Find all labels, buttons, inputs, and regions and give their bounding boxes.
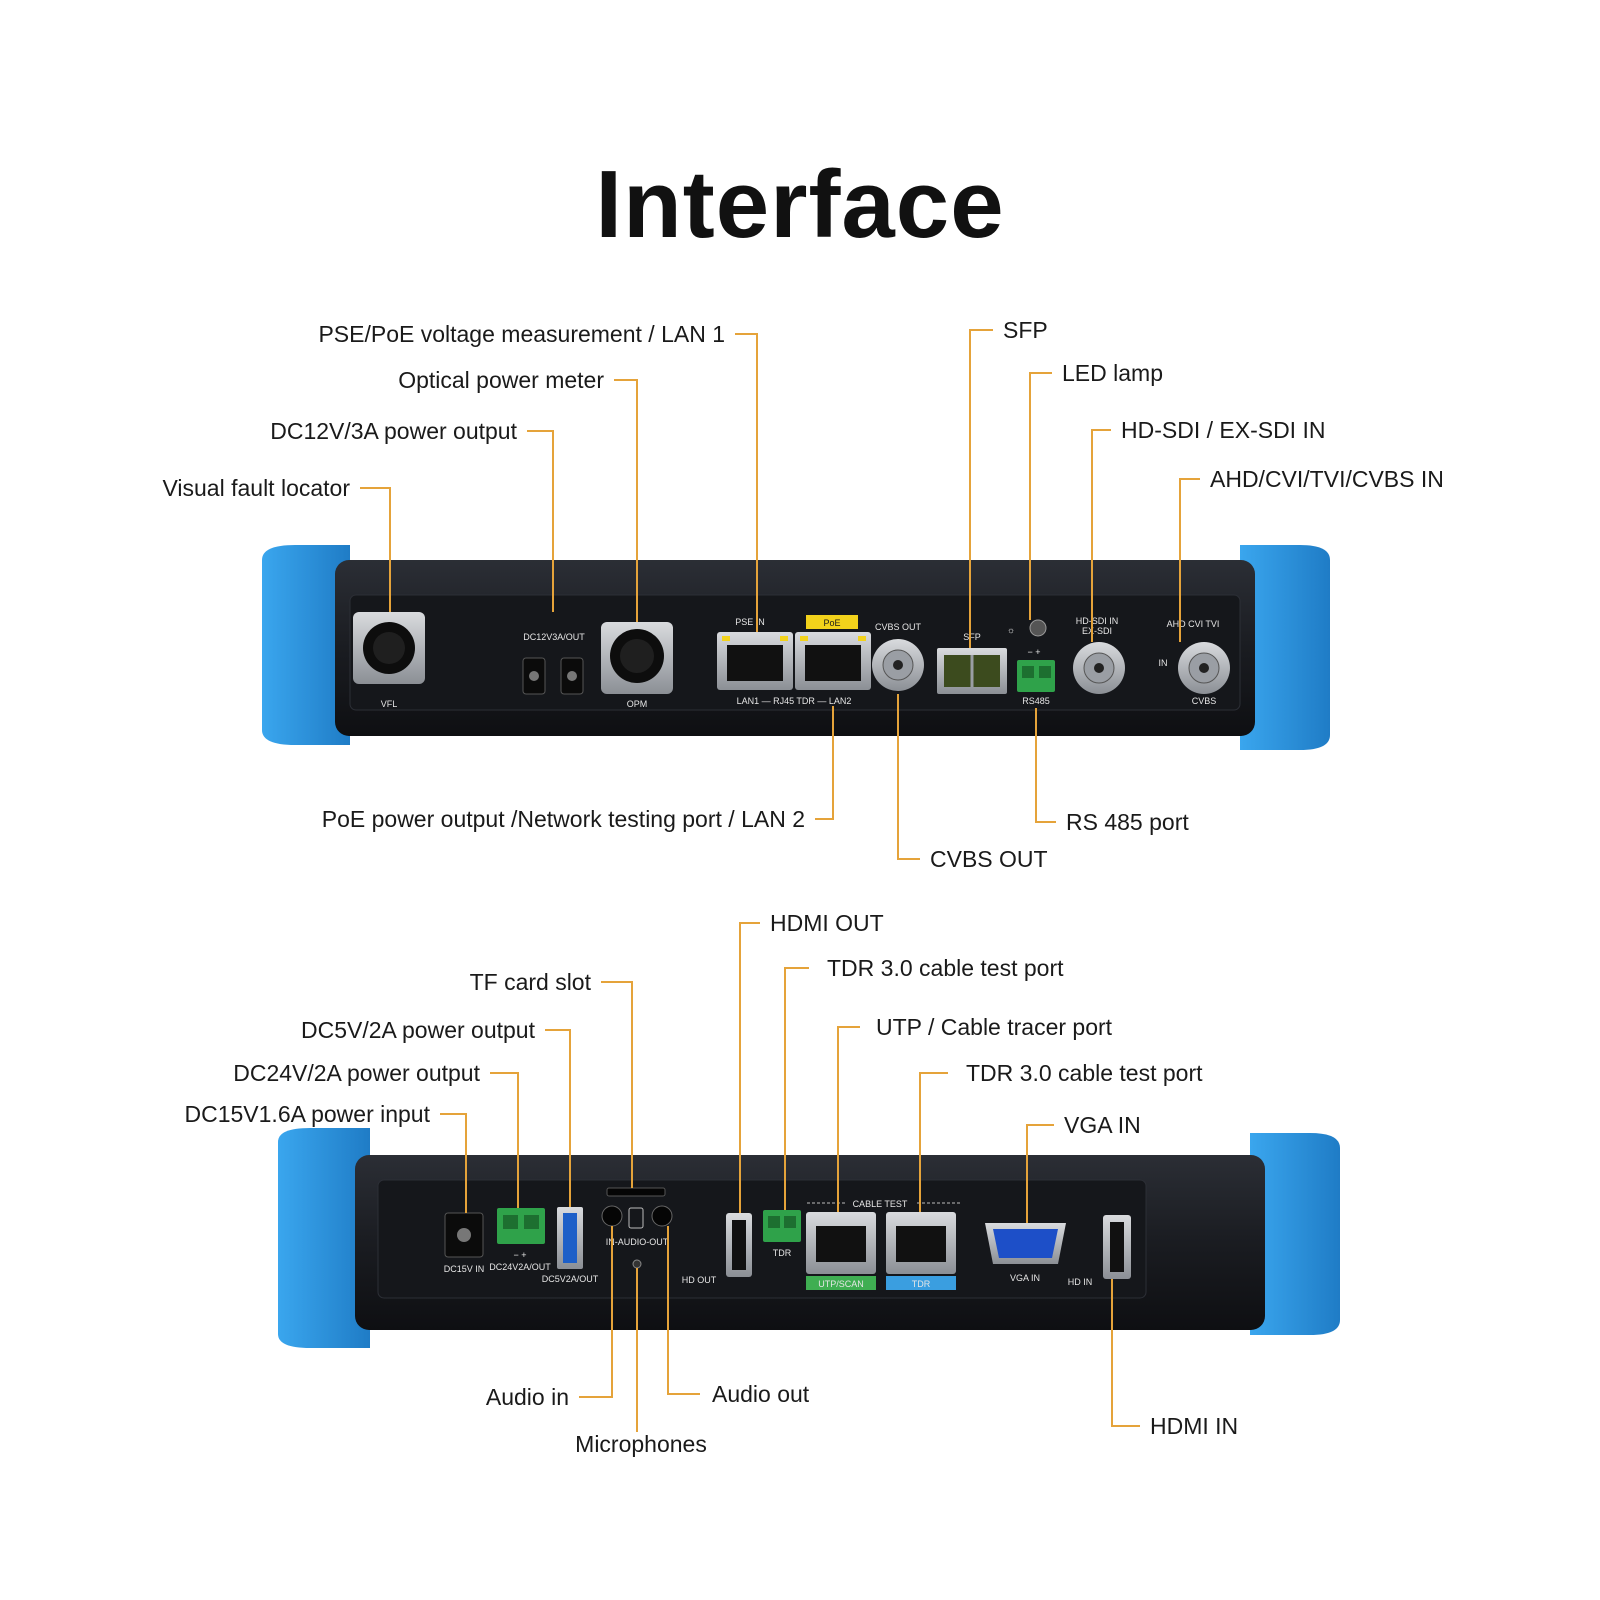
hdsdi-label: HD-SDI IN (1076, 616, 1119, 626)
rs485-label: RS485 (1022, 696, 1050, 706)
dc24-terminal[interactable] (497, 1208, 545, 1244)
callout-hdsdi: HD-SDI / EX-SDI IN (1121, 417, 1325, 443)
top-right-bumper (1240, 545, 1330, 750)
tdr2-port[interactable] (886, 1212, 956, 1274)
hdin-label: HD IN (1068, 1277, 1093, 1287)
audio-out-jack[interactable] (651, 1205, 673, 1227)
pse-in-label: PSE IN (735, 617, 765, 627)
bottom-leader-lines (440, 922, 1140, 1432)
opm-label: OPM (627, 699, 648, 709)
sfp-label: SFP (963, 632, 981, 642)
utp-scan-strip (806, 1276, 876, 1290)
callout-tdr1: TDR 3.0 cable test port (827, 955, 1064, 981)
callout-dc15: DC15V1.6A power input (185, 1101, 431, 1127)
callout-mic: Microphones (575, 1431, 707, 1457)
rs485-terminal[interactable] (1017, 660, 1055, 692)
ahd-bnc[interactable] (1178, 642, 1230, 694)
callout-cvbs: CVBS OUT (930, 846, 1048, 872)
dc5-usb[interactable] (557, 1207, 583, 1269)
callout-rs485: RS 485 port (1066, 809, 1189, 835)
callout-audio-in: Audio in (486, 1384, 569, 1410)
led-lamp: ☼ (1007, 619, 1047, 637)
callout-hdmi-out: HDMI OUT (770, 910, 884, 936)
bottom-right-bumper (1250, 1133, 1340, 1335)
cvbs-out-bnc[interactable] (872, 639, 924, 691)
callout-tdr2: TDR 3.0 cable test port (966, 1060, 1203, 1086)
vga-port[interactable] (985, 1223, 1066, 1264)
sfp-port[interactable] (937, 648, 1007, 694)
dc24-label: DC24V2A/OUT (489, 1262, 551, 1272)
utp-scan-port[interactable] (806, 1212, 876, 1274)
callout-led: LED lamp (1062, 360, 1163, 386)
bottom-device: DC15V IN − + DC24V2A/OUT DC5V2A/OUT IN-A… (278, 1128, 1340, 1348)
bottom-left-bumper (278, 1128, 370, 1348)
audio-label: IN-AUDIO-OUT (606, 1237, 669, 1247)
page-title: Interface (595, 151, 1005, 258)
top-device: VFL DC12V3A/OUT OPM PSE IN PoE (262, 545, 1330, 750)
svg-text:☼: ☼ (1007, 625, 1015, 635)
hdout-label: HD OUT (682, 1275, 717, 1285)
callout-tf: TF card slot (470, 969, 592, 995)
dc15-jack[interactable] (444, 1212, 484, 1258)
tdr-terminal[interactable] (763, 1210, 801, 1242)
in-label: IN (1159, 658, 1168, 668)
lan-row-label: LAN1 — RJ45 TDR — LAN2 (737, 696, 852, 706)
tdr-label: TDR (773, 1248, 792, 1258)
callout-utp: UTP / Cable tracer port (876, 1014, 1113, 1040)
callout-pse: PSE/PoE voltage measurement / LAN 1 (318, 321, 725, 347)
top-left-bumper (262, 545, 350, 745)
tf-slot[interactable] (606, 1187, 666, 1197)
callout-ahd: AHD/CVI/TVI/CVBS IN (1210, 466, 1444, 492)
tdr2-strip (886, 1276, 956, 1290)
vfl-label: VFL (381, 699, 398, 709)
dc15-label: DC15V IN (444, 1264, 485, 1274)
cable-test-label-bg (845, 1197, 915, 1209)
hdmi-out-port[interactable] (726, 1213, 752, 1277)
cvbs-out-label: CVBS OUT (875, 622, 922, 632)
callout-dc5: DC5V/2A power output (301, 1017, 536, 1043)
top-leader-lines (360, 329, 1200, 860)
exsdi-label: EX-SDI (1082, 626, 1112, 636)
hdsdi-bnc[interactable] (1073, 642, 1125, 694)
opm-port[interactable] (601, 622, 673, 694)
sd-card-icon (628, 1207, 644, 1229)
utp-scan-label: UTP/SCAN (818, 1279, 864, 1289)
vfl-port[interactable] (353, 612, 425, 684)
rs485-polarity: − + (1027, 647, 1040, 657)
cvbs-label: CVBS (1192, 696, 1217, 706)
callout-vga: VGA IN (1064, 1112, 1141, 1138)
lan2-port[interactable] (795, 632, 871, 690)
cable-test-label: CABLE TEST (853, 1199, 908, 1209)
poe-badge (806, 615, 858, 629)
dc12-label: DC12V3A/OUT (523, 632, 585, 642)
dc5-label: DC5V2A/OUT (542, 1274, 599, 1284)
callout-audio-out: Audio out (712, 1381, 810, 1407)
hdmi-in-port[interactable] (1103, 1215, 1131, 1279)
ahd-label: AHD CVI TVI (1167, 619, 1220, 629)
callout-dc24: DC24V/2A power output (233, 1060, 480, 1086)
dc12-jack[interactable] (522, 657, 584, 695)
callout-sfp: SFP (1003, 317, 1048, 343)
poe-badge-text: PoE (823, 618, 840, 628)
lan1-port[interactable] (717, 632, 793, 690)
callout-vfl: Visual fault locator (162, 475, 350, 501)
callout-poe: PoE power output /Network testing port /… (322, 806, 805, 832)
dc24-polarity: − + (513, 1250, 526, 1260)
audio-in-jack[interactable] (601, 1205, 623, 1227)
callout-opm: Optical power meter (398, 367, 604, 393)
microphone-icon (632, 1259, 642, 1269)
vga-label: VGA IN (1010, 1273, 1040, 1283)
tdr2-label: TDR (912, 1279, 931, 1289)
callout-dc12: DC12V/3A power output (270, 418, 517, 444)
callout-hdmi-in: HDMI IN (1150, 1413, 1238, 1439)
